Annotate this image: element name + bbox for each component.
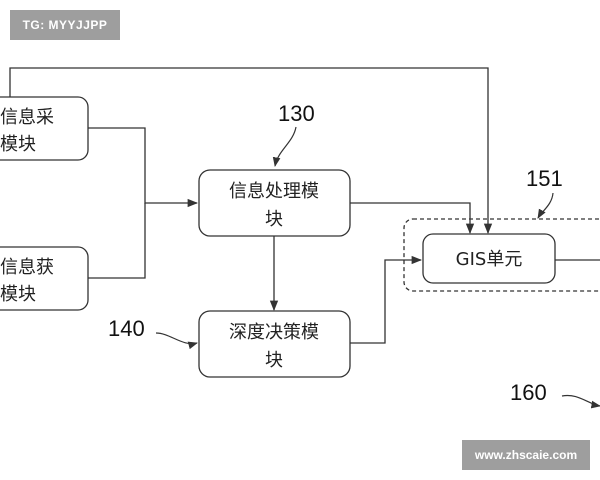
info-acquire-module-label-line1: 信息获 bbox=[0, 257, 54, 278]
ref-160-leader bbox=[561, 394, 600, 409]
ref-151-label: 151 bbox=[526, 166, 563, 191]
ref-160-label: 160 bbox=[510, 380, 547, 405]
acquire-to-merge-line bbox=[88, 203, 146, 279]
deep-decision-module-label-line2: 块 bbox=[265, 350, 283, 371]
info-collect-module-label-line2: 模块 bbox=[0, 134, 36, 155]
process-to-gis-line bbox=[350, 202, 475, 235]
info-process-module-box bbox=[198, 169, 351, 237]
info-process-module-label-line2: 块 bbox=[265, 209, 283, 230]
ref-140-leader bbox=[155, 332, 198, 350]
deep-decision-module-label-line1: 深度决策模 bbox=[229, 322, 319, 343]
ref-140-label: 140 bbox=[108, 316, 145, 341]
ref-151-leader bbox=[537, 192, 554, 219]
ref-130-leader bbox=[272, 126, 297, 167]
watermark-top: TG: MYYJJPP bbox=[10, 10, 120, 40]
info-process-module-label-line1: 信息处理模 bbox=[229, 181, 319, 202]
gis-unit-label: GIS单元 bbox=[456, 249, 523, 270]
decision-to-gis-line bbox=[350, 255, 423, 344]
deep-decision-module-box bbox=[198, 310, 351, 378]
ref-130-label: 130 bbox=[278, 101, 315, 126]
gis-unit-box bbox=[422, 233, 556, 284]
collect-to-process-line bbox=[88, 127, 199, 208]
gis-group-dashed-border bbox=[403, 218, 600, 292]
info-collect-module-label-line1: 信息采 bbox=[0, 107, 54, 128]
info-acquire-module-box bbox=[0, 246, 89, 311]
info-acquire-module-label-line2: 模块 bbox=[0, 284, 36, 305]
info-collect-module-box bbox=[0, 96, 89, 161]
top-feedback-line bbox=[9, 67, 493, 235]
watermark-bottom: www.zhscaie.com bbox=[462, 440, 590, 470]
